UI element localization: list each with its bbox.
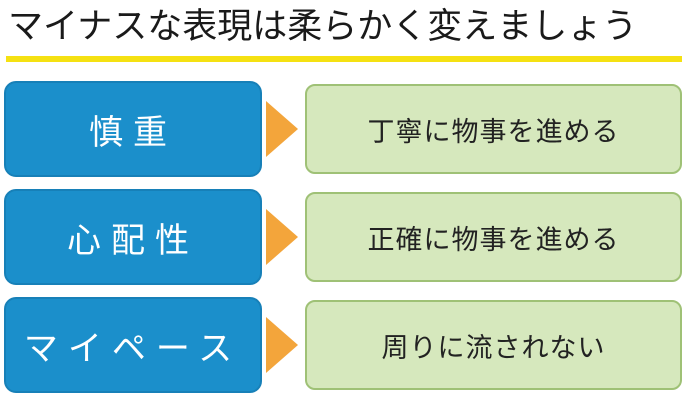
arrow-right-icon: [266, 209, 298, 265]
positive-phrase-box: 周りに流されない: [305, 300, 682, 390]
negative-term-label: マイペース: [23, 328, 243, 369]
row-2: 心配性 正確に物事を進める: [0, 189, 688, 285]
positive-phrase-label: 周りに流されない: [381, 332, 606, 364]
negative-term-box: 慎重: [4, 81, 262, 177]
arrow-right-icon: [266, 101, 298, 157]
positive-phrase-box: 丁寧に物事を進める: [305, 84, 682, 174]
negative-term-label: 心配性: [67, 220, 199, 261]
positive-phrase-label: 正確に物事を進める: [367, 224, 620, 256]
negative-term-label: 慎重: [89, 112, 177, 153]
negative-term-box: マイペース: [4, 297, 262, 393]
positive-phrase-label: 丁寧に物事を進める: [367, 116, 620, 148]
title-underline: [6, 56, 682, 62]
row-3: マイペース 周りに流されない: [0, 297, 688, 393]
row-1: 慎重 丁寧に物事を進める: [0, 81, 688, 177]
positive-phrase-box: 正確に物事を進める: [305, 192, 682, 282]
negative-term-box: 心配性: [4, 189, 262, 285]
arrow-right-icon: [266, 317, 298, 373]
page-title: マイナスな表現は柔らかく変えましょう: [8, 7, 638, 47]
